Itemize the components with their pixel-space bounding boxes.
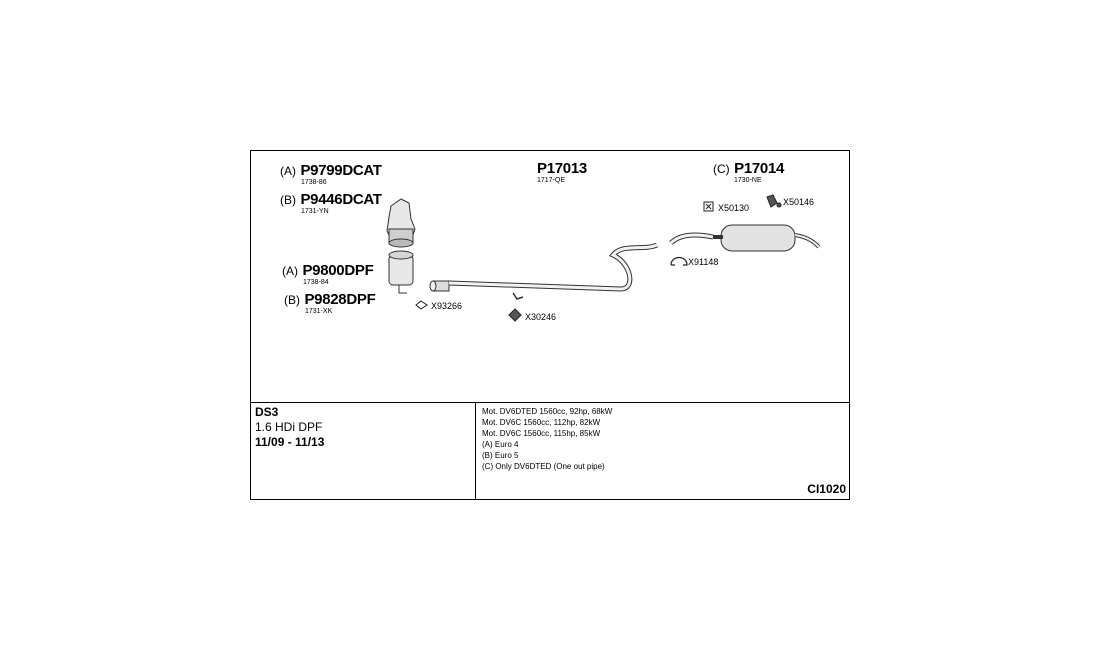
x50130-icon xyxy=(703,201,714,212)
note-line: Mot. DV6C 1560cc, 112hp, 82kW xyxy=(482,418,601,427)
note-line: Mot. DV6C 1560cc, 115hp, 85kW xyxy=(482,429,601,438)
vehicle-years: 11/09 - 11/13 xyxy=(255,435,325,449)
part-prefix: (C) xyxy=(713,162,730,176)
part-label-p9799dcat: (A) P9799DCAT xyxy=(280,162,382,180)
vehicle-engine: 1.6 HDi DPF xyxy=(255,420,323,434)
x93266-icon xyxy=(415,300,428,310)
part-number: P9446DCAT xyxy=(300,191,382,208)
accessory-label-x91148: X91148 xyxy=(688,257,719,267)
x30246-icon xyxy=(508,308,522,322)
part-sub-code: 1731-YN xyxy=(301,208,329,215)
part-label-p17014: (C) P17014 xyxy=(713,160,784,178)
accessory-label-x50130: X50130 xyxy=(718,203,750,213)
part-sub-code: 1738-86 xyxy=(301,179,327,186)
x50146-icon xyxy=(766,194,782,208)
note-line: (A) Euro 4 xyxy=(482,440,519,449)
vehicle-model: DS3 xyxy=(255,405,279,419)
part-prefix: (B) xyxy=(284,293,300,307)
part-sub-code: 1717-QE xyxy=(537,177,566,184)
rear-silencer-drawing xyxy=(669,224,821,252)
accessory-label-x30246: X30246 xyxy=(525,312,557,322)
note-line: (C) Only DV6DTED (One out pipe) xyxy=(482,462,605,471)
part-number: P9828DPF xyxy=(304,291,376,308)
x91148-icon xyxy=(670,256,688,266)
part-number: P9799DCAT xyxy=(300,162,382,179)
part-sub-code: 1731-XK xyxy=(305,308,333,315)
part-number: P17013 xyxy=(537,160,587,177)
catalytic-converter-drawing xyxy=(386,198,416,248)
accessory-label-x50146: X50146 xyxy=(783,197,815,207)
exhaust-system-illustration xyxy=(386,194,821,322)
divider-vertical xyxy=(475,403,476,499)
part-label-p9446dcat: (B) P9446DCAT xyxy=(280,191,382,209)
part-number: P17014 xyxy=(734,160,785,177)
note-line: Mot. DV6DTED 1560cc, 92hp, 68kW xyxy=(482,407,613,416)
divider-horizontal xyxy=(251,402,849,403)
part-sub-code: 1730-NE xyxy=(734,177,762,184)
part-sub-code: 1738-84 xyxy=(303,279,329,286)
dpf-drawing xyxy=(388,250,414,294)
part-label-p9828dpf: (B) P9828DPF xyxy=(284,291,376,309)
diagram-code: CI1020 xyxy=(807,482,846,496)
engine-notes: Mot. DV6DTED 1560cc, 92hp, 68kW Mot. DV6… xyxy=(482,406,612,472)
front-pipe-drawing xyxy=(429,242,658,300)
note-line: (B) Euro 5 xyxy=(482,451,519,460)
part-label-p9800dpf: (A) P9800DPF xyxy=(282,262,374,280)
part-number: P9800DPF xyxy=(302,262,374,279)
accessory-label-x93266: X93266 xyxy=(431,301,463,311)
exhaust-diagram-frame: (A) P9799DCAT 1738-86 (B) P9446DCAT 1731… xyxy=(250,150,850,500)
part-prefix: (B) xyxy=(280,193,296,207)
part-prefix: (A) xyxy=(280,164,296,178)
part-label-p17013: P17013 xyxy=(537,160,587,178)
part-prefix: (A) xyxy=(282,264,298,278)
